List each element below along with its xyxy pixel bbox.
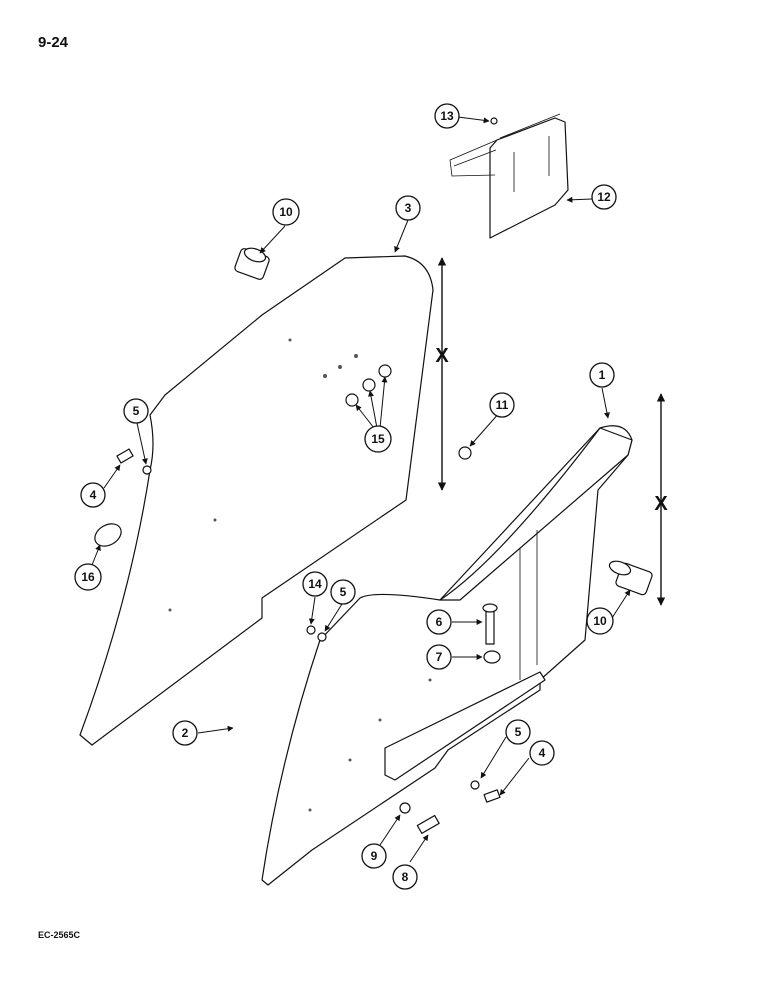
callout-8: 8: [392, 864, 418, 890]
svg-text:9: 9: [371, 849, 378, 863]
dimension-mark-left: X: [435, 345, 449, 367]
callout-11: 11: [489, 392, 515, 418]
svg-text:2: 2: [182, 726, 189, 740]
callout-12: 12: [591, 184, 617, 210]
callout-5-left: 5: [123, 398, 149, 424]
hardware-parts: [94, 117, 653, 834]
svg-text:1: 1: [599, 368, 606, 382]
drawing-code: EC-2565C: [38, 930, 81, 940]
svg-text:3: 3: [405, 201, 412, 215]
svg-text:12: 12: [597, 190, 611, 204]
callout-15: 15: [364, 425, 392, 453]
callout-14: 14: [302, 571, 328, 597]
callout-1: 1: [589, 362, 615, 388]
svg-text:4: 4: [539, 746, 546, 760]
callout-10-left: 10: [272, 198, 300, 226]
callout-6: 6: [426, 609, 452, 635]
page-number: 9-24: [38, 34, 69, 51]
dimension-right: X: [654, 393, 668, 606]
svg-text:6: 6: [436, 615, 443, 629]
callout-5-middle: 5: [330, 579, 356, 605]
svg-text:5: 5: [515, 725, 522, 739]
callout-5-right: 5: [505, 719, 531, 745]
callout-9: 9: [361, 843, 387, 869]
dimension-mark-right: X: [654, 493, 668, 515]
callout-4-right: 4: [529, 740, 555, 766]
callout-16: 16: [74, 563, 102, 591]
svg-text:4: 4: [90, 488, 97, 502]
leader-lines: [91, 116, 631, 863]
dimension-left: X: [435, 257, 449, 491]
svg-text:7: 7: [436, 650, 443, 664]
svg-text:8: 8: [402, 870, 409, 884]
callout-4-left: 4: [80, 482, 106, 508]
svg-text:14: 14: [308, 577, 322, 591]
svg-text:5: 5: [340, 585, 347, 599]
callout-13: 13: [434, 103, 460, 129]
callout-10-right: 10: [586, 607, 614, 635]
svg-text:13: 13: [440, 109, 454, 123]
callout-3: 3: [395, 195, 421, 221]
callout-7: 7: [426, 644, 452, 670]
svg-text:16: 16: [81, 570, 95, 584]
svg-text:10: 10: [593, 614, 607, 628]
bracket-part-12: [449, 113, 569, 239]
svg-text:11: 11: [496, 398, 509, 412]
callout-2: 2: [172, 720, 198, 746]
svg-text:15: 15: [371, 432, 385, 446]
left-panel-part-3: [79, 255, 434, 746]
svg-text:10: 10: [279, 205, 293, 219]
svg-text:5: 5: [133, 404, 140, 418]
